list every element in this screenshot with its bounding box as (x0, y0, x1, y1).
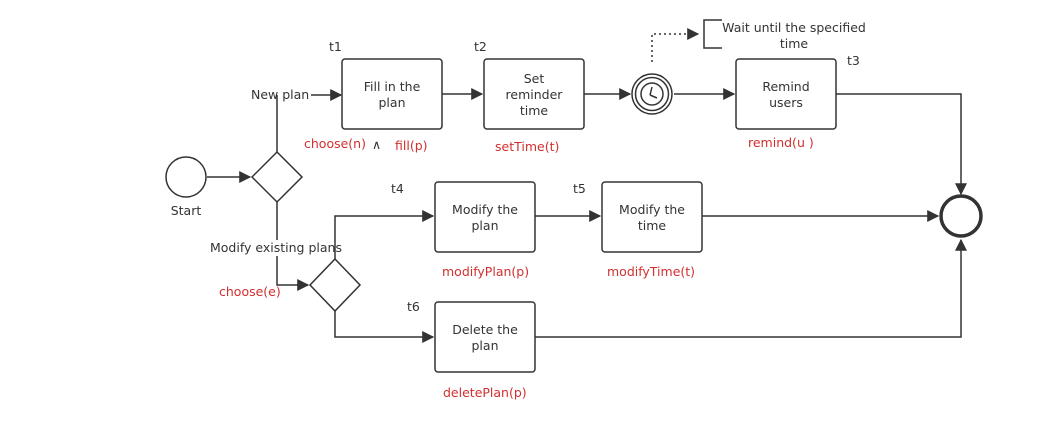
task-fill-plan[interactable]: Fill in the plan (341, 58, 443, 130)
func-set-time: setTime(t) (495, 139, 559, 154)
edge-modify-gateway2 (276, 256, 310, 291)
func-choose-e: choose(e) (219, 284, 281, 299)
task-remind-users[interactable]: Remind users (735, 58, 837, 130)
task-modify-time-line-2: time (638, 218, 667, 233)
transition-t4: t4 (391, 181, 404, 196)
func-delete-plan: deletePlan(p) (443, 385, 527, 400)
annotation-line-2: time (780, 36, 809, 51)
gateway-choose-plan[interactable] (250, 150, 304, 204)
start-event[interactable] (165, 156, 207, 198)
clock-icon (640, 82, 664, 106)
edge-delete-end (535, 238, 967, 338)
task-modify-time[interactable]: Modify the time (601, 181, 703, 253)
end-event[interactable] (939, 194, 983, 238)
timer-event[interactable] (631, 73, 673, 115)
func-fill-p: fill(p) (395, 138, 428, 153)
edge-gateway2-delete (334, 310, 435, 343)
transition-t6: t6 (407, 299, 420, 314)
task-delete-plan[interactable]: Delete the plan (434, 301, 536, 373)
transition-t1: t1 (329, 39, 342, 54)
task-remind-users-line-2: users (769, 95, 803, 110)
func-modify-plan: modifyPlan(p) (442, 264, 529, 279)
and-symbol: ∧ (372, 137, 381, 152)
task-set-reminder-line-1: Set (524, 71, 545, 86)
gateway-choose-existing[interactable] (308, 257, 362, 313)
task-set-reminder-line-3: time (520, 103, 549, 118)
start-label: Start (171, 203, 202, 218)
edges (207, 28, 967, 343)
func-remind: remind(u ) (748, 135, 814, 150)
edge-remind-end (836, 93, 967, 196)
annotation-line-1: Wait until the specified (722, 20, 866, 35)
task-remind-users-line-1: Remind (762, 79, 809, 94)
task-set-reminder[interactable]: Set reminder time (483, 58, 585, 130)
task-delete-plan-line-1: Delete the (452, 322, 518, 337)
edge-gateway2-modifyplan (334, 210, 435, 259)
transition-t3: t3 (847, 53, 860, 68)
task-fill-plan-line-2: plan (379, 95, 406, 110)
func-choose-n: choose(n) (304, 136, 366, 151)
task-modify-plan[interactable]: Modify the plan (434, 181, 536, 253)
func-modify-time: modifyTime(t) (607, 264, 695, 279)
transition-t2: t2 (474, 39, 487, 54)
annotation-connector (651, 28, 700, 62)
edge-label-modify-existing: Modify existing plans (210, 240, 342, 255)
task-modify-plan-line-1: Modify the (452, 202, 518, 217)
task-modify-time-line-1: Modify the (619, 202, 685, 217)
annotation-bracket (703, 19, 722, 49)
task-fill-plan-line-1: Fill in the (364, 79, 421, 94)
task-modify-plan-line-2: plan (472, 218, 499, 233)
edge-label-new-plan: New plan (251, 87, 309, 102)
task-set-reminder-line-2: reminder (506, 87, 564, 102)
transition-t5: t5 (573, 181, 586, 196)
task-delete-plan-line-2: plan (472, 338, 499, 353)
